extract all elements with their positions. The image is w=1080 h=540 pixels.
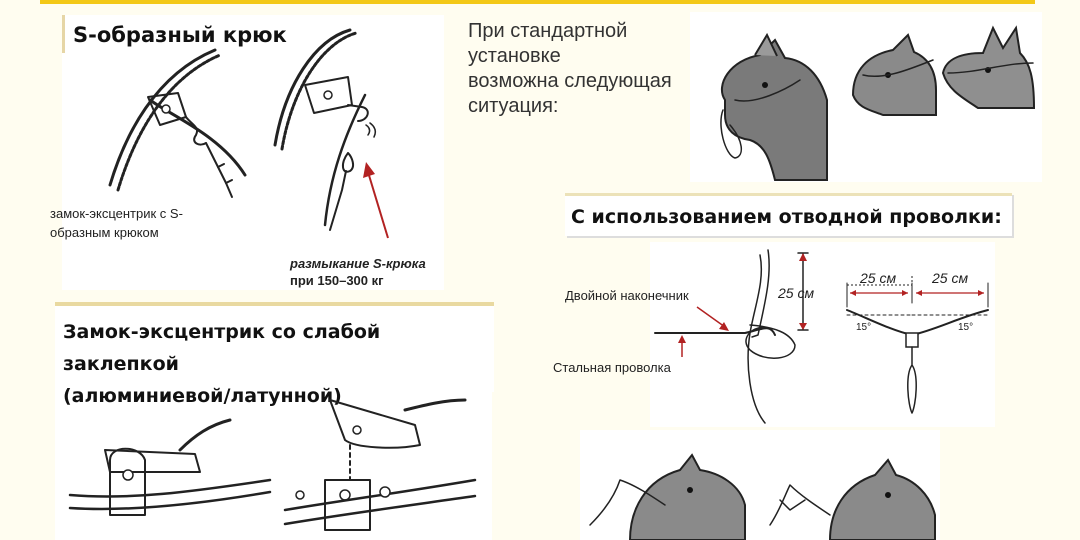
- label-double-tip: Двойной наконечник: [565, 288, 689, 303]
- weak-rivet-title-line2: (алюминиевой/латунной): [63, 385, 342, 407]
- wire-diagram-panel: [650, 242, 995, 427]
- standard-text-line3: возможна следующая: [468, 70, 672, 92]
- wire-diagram: [654, 249, 989, 424]
- animal-head-illustration-2: [851, 33, 937, 116]
- weak-rivet-illustration-right: [283, 398, 477, 531]
- s-hook-panel: [62, 15, 444, 290]
- standard-text-line1: При стандартной: [468, 20, 628, 42]
- weak-rivet-title-line1: Замок-эксцентрик со слабой заклепкой: [63, 321, 381, 375]
- s-hook-release-line2: при 150–300 кг: [290, 273, 384, 288]
- wire-dim-left: 25 см: [860, 270, 897, 286]
- red-force-arrow: [363, 162, 389, 239]
- wire-dim-vertical: 25 см: [778, 285, 815, 301]
- wire-angle-left: 15°: [856, 322, 872, 333]
- animal-wire-illustration-1: [589, 453, 746, 540]
- wire-angle-right: 15°: [958, 322, 974, 333]
- wire-title: С использованием отводной проволки:: [565, 193, 1012, 236]
- top-accent-bar: [40, 0, 1035, 4]
- animal-head-illustration-3: [941, 25, 1036, 109]
- s-hook-illustration-right: [273, 28, 377, 231]
- standard-text-line4: ситуация:: [468, 95, 559, 117]
- s-hook-release-line1: размыкание S-крюка: [290, 256, 426, 271]
- wire-dim-right: 25 см: [932, 270, 969, 286]
- double-tip-pointer-arrow: [696, 306, 729, 331]
- label-steel-wire: Стальная проволка: [553, 360, 671, 375]
- s-hook-illustration-left: [108, 48, 247, 198]
- steel-wire-pointer-arrow: [678, 335, 686, 357]
- animal-head-illustration-1: [720, 32, 828, 181]
- standard-text-line2: установке: [468, 45, 561, 67]
- weak-rivet-illustration-left: [68, 418, 272, 516]
- s-hook-caption-line1: замок-эксцентрик с S-: [50, 206, 183, 221]
- animal-wire-illustration-2: [769, 458, 936, 540]
- weak-rivet-title: Замок-эксцентрик со слабой заклепкой (ал…: [55, 302, 494, 407]
- s-hook-title: S-образный крюк: [62, 15, 297, 53]
- s-hook-caption-line2: образным крюком: [50, 225, 159, 240]
